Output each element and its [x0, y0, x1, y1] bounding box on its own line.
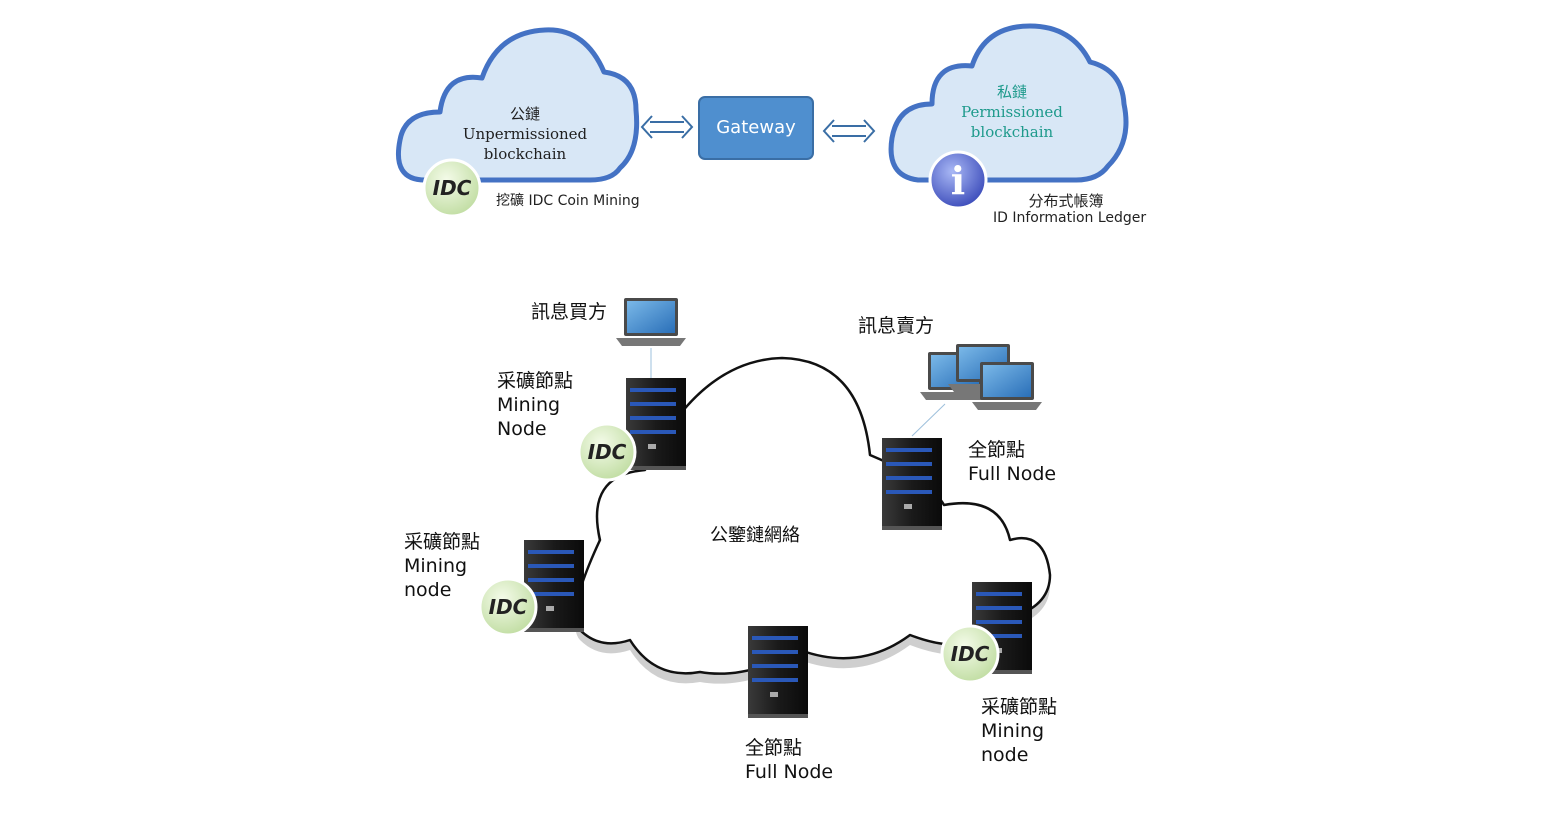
network-cloud — [574, 356, 1052, 675]
private-chain-label: 私鏈 Permissioned blockchain — [942, 82, 1082, 142]
public-chain-zh: 公鏈 — [509, 105, 540, 123]
private-chain-en2: blockchain — [970, 123, 1054, 141]
public-chain-en1: Unpermissioned — [462, 125, 588, 143]
node-left-en1: Mining — [404, 555, 468, 577]
arrow-left-gateway — [640, 115, 694, 139]
ledger-caption-en: ID Information Ledger — [993, 210, 1147, 226]
seller-laptop-icon-3 — [972, 362, 1042, 410]
ledger-caption-zh: 分布式帳簿 — [1028, 192, 1104, 210]
server-full-bottom-icon — [748, 626, 808, 718]
idc-badge-top-icon — [422, 158, 482, 218]
node-right-en1: Mining — [981, 720, 1045, 742]
node-top-right-zh: 全節點 — [968, 439, 1026, 461]
info-badge-icon — [928, 150, 988, 210]
gateway-label: Gateway — [716, 117, 796, 138]
node-right-zh: 采礦節點 — [981, 696, 1058, 718]
buyer-label: 訊息買方 — [531, 301, 608, 323]
node-top-left-zh: 采礦節點 — [497, 370, 574, 392]
idc-badge-node-left-text: IDC — [488, 595, 528, 619]
node-top-left-en1: Mining — [497, 394, 561, 416]
mining-caption: 挖礦 IDC Coin Mining — [496, 193, 640, 209]
node-left-zh: 采礦節點 — [404, 531, 481, 553]
node-bottom-en: Full Node — [745, 761, 834, 783]
network-center-label: 公鑒鏈網絡 — [710, 525, 800, 546]
gateway-box — [698, 96, 814, 160]
node-left-label: 采礦節點 Mining node — [404, 530, 480, 602]
node-left-en2: node — [404, 579, 452, 601]
node-top-left-label: 采礦節點 Mining Node — [497, 369, 573, 441]
node-right-label: 采礦節點 Mining node — [981, 695, 1057, 767]
node-top-right-en: Full Node — [968, 463, 1057, 485]
public-chain-label: 公鏈 Unpermissioned blockchain — [455, 104, 595, 164]
private-chain-zh: 私鏈 — [996, 83, 1027, 101]
public-chain-en2: blockchain — [483, 145, 567, 163]
private-chain-en1: Permissioned — [961, 103, 1063, 121]
idc-badge-node-right-icon — [940, 624, 1000, 684]
idc-badge-node-right-text: IDC — [950, 642, 990, 666]
info-badge-text: i — [950, 158, 966, 203]
public-chain-cloud — [395, 27, 640, 183]
node-right-en2: node — [981, 744, 1029, 766]
seller-link-line — [911, 403, 946, 437]
arrow-gateway-right — [822, 119, 876, 143]
private-chain-cloud — [888, 23, 1129, 183]
idc-badge-top-text: IDC — [432, 176, 472, 200]
seller-label: 訊息賣方 — [858, 315, 935, 337]
idc-badge-node-left-icon — [478, 577, 538, 637]
idc-badge-node-top-left-text: IDC — [587, 440, 627, 464]
node-top-left-en2: Node — [497, 418, 547, 440]
node-bottom-zh: 全節點 — [745, 737, 803, 759]
node-bottom-label: 全節點 Full Node — [745, 736, 833, 784]
idc-badge-node-top-left-icon — [577, 422, 637, 482]
server-full-top-right-icon — [882, 438, 942, 530]
node-top-right-label: 全節點 Full Node — [968, 438, 1056, 486]
buyer-laptop-icon — [616, 298, 686, 346]
